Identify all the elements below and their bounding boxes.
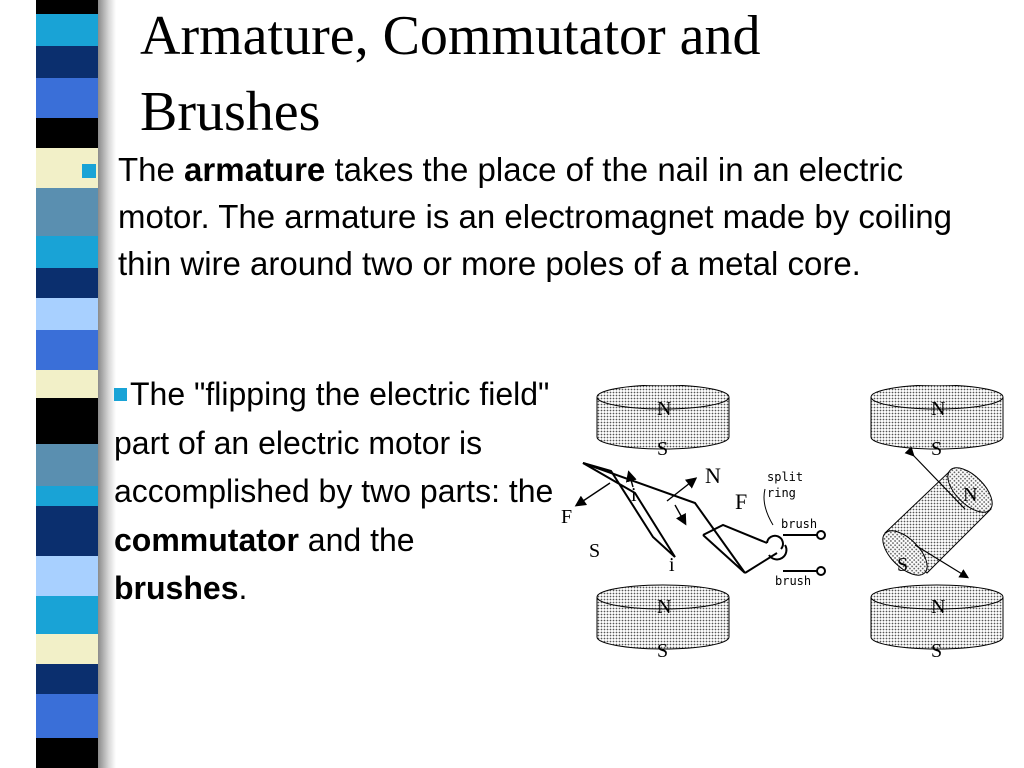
svg-text:N: N xyxy=(931,398,945,420)
magnet-top-right: N S xyxy=(870,385,1004,460)
svg-text:S: S xyxy=(657,640,668,660)
armature-term: armature xyxy=(184,151,326,188)
armature-cylinder: N S xyxy=(882,446,993,579)
commutator-paragraph: The "flipping the electric field" part o… xyxy=(114,376,554,606)
brushes-term: brushes xyxy=(114,570,239,606)
svg-text:N: N xyxy=(705,463,721,488)
svg-text:S: S xyxy=(931,438,942,460)
svg-text:N: N xyxy=(657,596,671,618)
magnet-top-left: N S xyxy=(596,385,730,460)
brush-top-label: brush xyxy=(781,517,817,531)
svg-text:S: S xyxy=(931,640,942,660)
svg-text:S: S xyxy=(897,554,908,576)
svg-text:F: F xyxy=(735,489,747,514)
armature-coil xyxy=(582,462,778,574)
svg-text:N: N xyxy=(657,398,671,420)
motor-diagram: N S N S F S i i N F split ring brush bru… xyxy=(561,385,1004,660)
svg-text:i: i xyxy=(631,484,637,506)
svg-text:N: N xyxy=(963,484,977,506)
bullet-square-icon xyxy=(82,164,96,178)
bullet-square-icon xyxy=(114,388,127,401)
svg-text:N: N xyxy=(931,596,945,618)
brush-bottom-label: brush xyxy=(775,574,811,588)
armature-paragraph: The armature takes the place of the nail… xyxy=(118,151,952,282)
decorative-stripe-bar xyxy=(36,0,98,768)
svg-text:i: i xyxy=(669,554,675,576)
svg-text:S: S xyxy=(589,540,600,562)
svg-text:split: split xyxy=(767,470,803,484)
svg-text:ring: ring xyxy=(767,486,796,500)
magnet-bottom-right: N S xyxy=(870,584,1004,660)
svg-text:F: F xyxy=(561,506,572,528)
svg-text:S: S xyxy=(657,438,668,460)
slide-title: Armature, Commutator and Brushes xyxy=(140,5,761,143)
stripe-shadow xyxy=(98,0,116,768)
magnet-bottom-left: N S xyxy=(596,584,730,660)
commutator-term: commutator xyxy=(114,521,299,558)
commutator xyxy=(766,530,826,576)
